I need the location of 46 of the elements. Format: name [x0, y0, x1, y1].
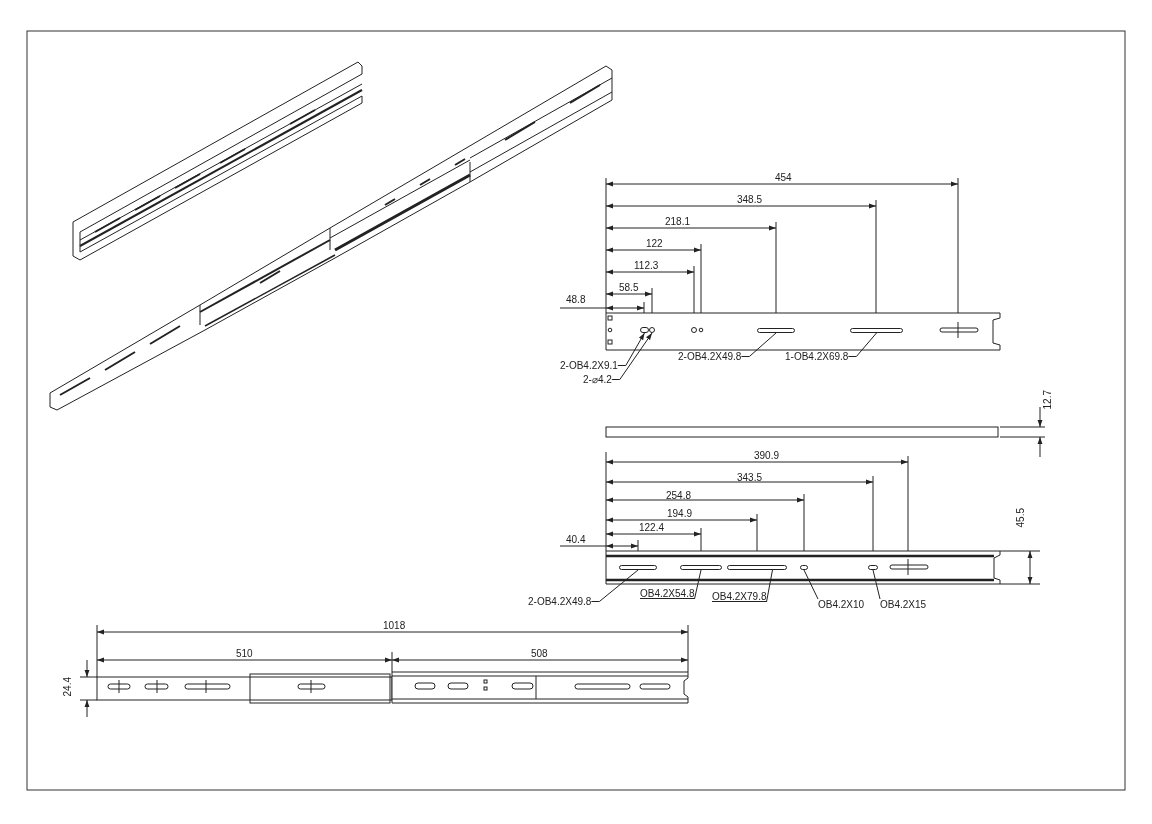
callout-text: OB4.2X54.8 — [640, 588, 695, 599]
leader-line — [872, 569, 881, 600]
dimension-value: 112.3 — [634, 260, 659, 271]
leader-line — [766, 569, 773, 603]
slot-hole — [850, 328, 903, 333]
hole — [649, 327, 655, 333]
slot-hole — [727, 565, 787, 570]
callout-text: 2-⌀4.2 — [583, 374, 612, 385]
dimension-value: 508 — [531, 648, 548, 659]
leader-line — [847, 332, 877, 357]
leader-line — [694, 569, 702, 600]
callout-text: 1-OB4.2X69.8 — [785, 351, 849, 362]
leader-line — [590, 569, 639, 602]
slot-hole — [680, 565, 722, 570]
dimension-value: 58.5 — [619, 282, 639, 293]
dimension-value: 45.5 — [1015, 508, 1026, 528]
leader-line — [740, 332, 777, 357]
leader-line — [617, 332, 645, 366]
dimension-value: 194.9 — [667, 508, 693, 519]
dimension-value: 122 — [646, 238, 663, 249]
dimension-value: 12.7 — [1042, 390, 1053, 410]
slot-hole — [757, 328, 795, 333]
dimension-value: 24.4 — [62, 677, 73, 697]
slot-hole — [868, 565, 878, 570]
dimension-value: 343.5 — [737, 472, 763, 483]
callout-text: OB4.2X79.8 — [712, 591, 767, 602]
dimension-value: 348.5 — [737, 194, 763, 205]
dimension-value: 390.9 — [754, 450, 780, 461]
dimension-value: 254.8 — [666, 490, 692, 501]
dimension-value: 1018 — [383, 620, 406, 631]
callout-text: 2-OB4.2X49.8 — [678, 351, 742, 362]
slot-hole — [640, 327, 649, 333]
callout-text: OB4.2X15 — [880, 599, 927, 610]
dimension-value: 122.4 — [639, 522, 665, 533]
dimension-value: 40.4 — [566, 534, 586, 545]
callout-text: OB4.2X10 — [818, 599, 865, 610]
dimension-value: 218.1 — [665, 216, 691, 227]
callout-text: 2-OB4.2X9.1 — [560, 360, 618, 371]
callout-text: 2-OB4.2X49.8 — [528, 596, 592, 607]
dimension-value: 454 — [775, 172, 792, 183]
slot-hole — [619, 565, 657, 570]
dimension-value: 48.8 — [566, 294, 586, 305]
slot-hole — [800, 565, 808, 570]
leader-line — [611, 332, 653, 380]
leader-line — [803, 569, 819, 600]
dimension-value: 510 — [236, 648, 253, 659]
